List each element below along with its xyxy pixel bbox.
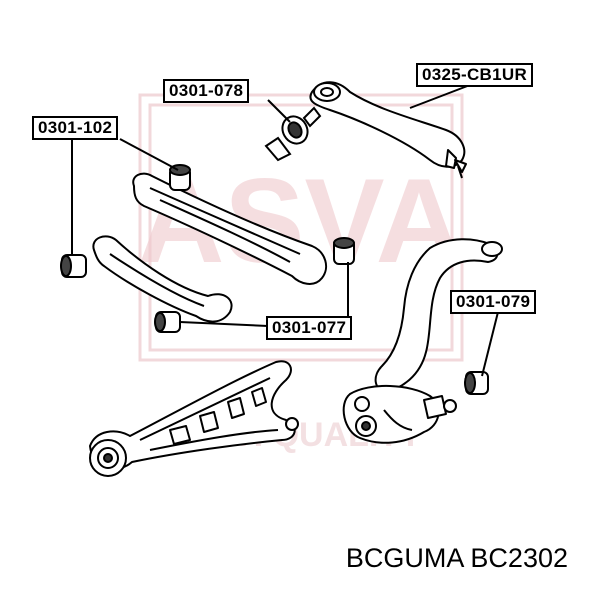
- steering-knuckle: [342, 238, 503, 444]
- upper-control-arm: [309, 81, 467, 179]
- leader-lines: [71, 84, 499, 377]
- bushing-0301-077-lower: [154, 311, 181, 333]
- bushing-0301-102-upper: [169, 164, 191, 191]
- bushing-lower-arm: [89, 439, 127, 477]
- lower-link-arm: [92, 235, 233, 323]
- upper-trailing-arm: [132, 172, 328, 285]
- part-label-0301-078: 0301-078: [163, 79, 250, 103]
- brand-caption: BCGUMA BC2302: [345, 543, 568, 573]
- lower-control-arm: [89, 360, 299, 470]
- bushing-0301-079: [464, 371, 489, 395]
- part-label-0301-077: 0301-077: [266, 316, 353, 340]
- bushing-0301-077-upper: [333, 237, 355, 265]
- bushing-0301-102-lower: [60, 254, 87, 278]
- bushing-0301-078: [264, 106, 322, 162]
- part-label-0301-102: 0301-102: [32, 116, 119, 140]
- part-label-0325-cb1ur: 0325-CB1UR: [416, 63, 534, 87]
- part-label-0301-079: 0301-079: [450, 290, 537, 314]
